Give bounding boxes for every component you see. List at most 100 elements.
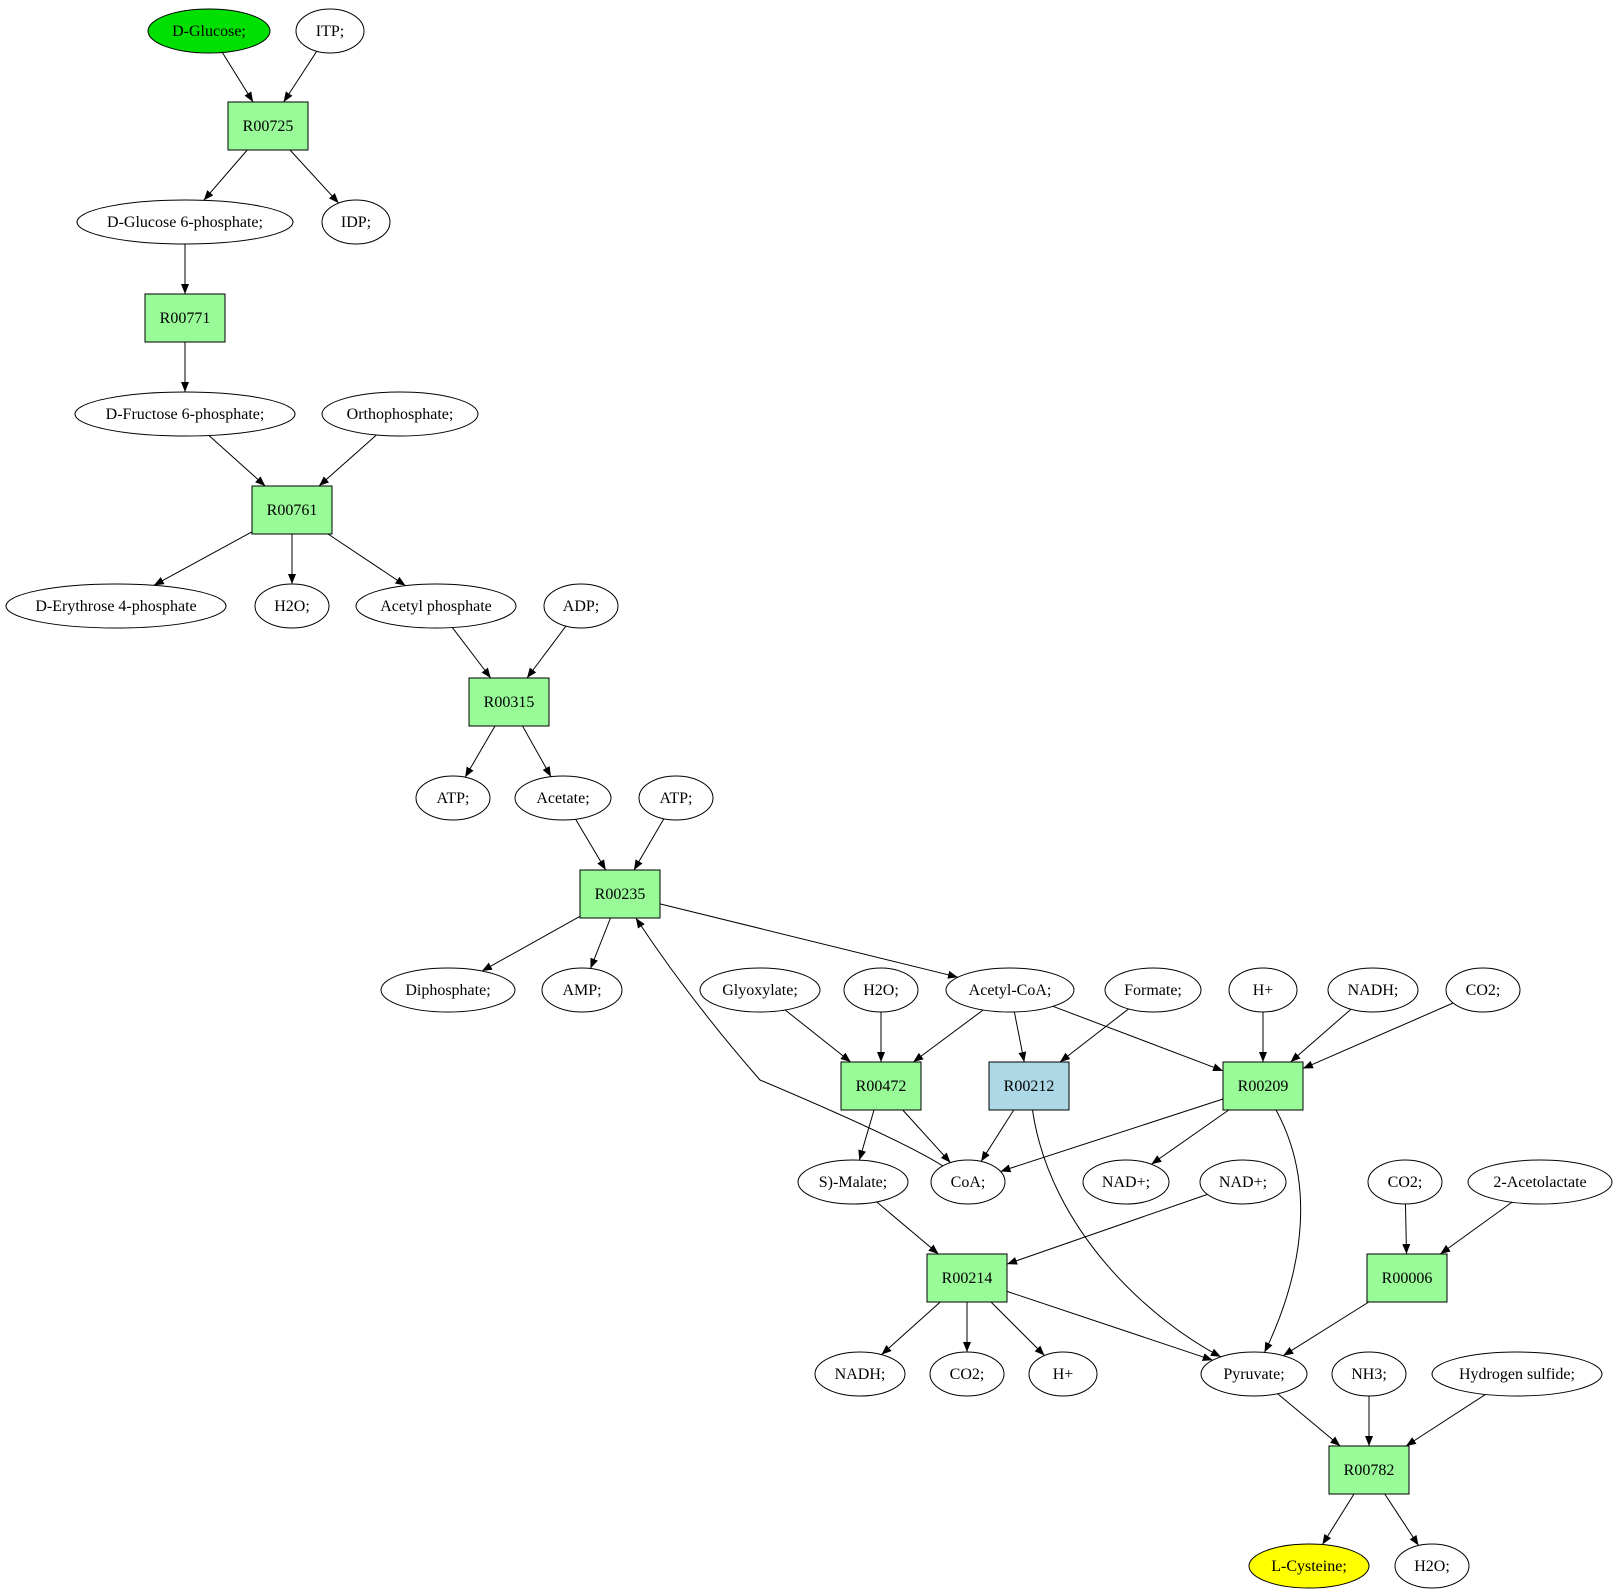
compound-node-s-malate: S)-Malate; bbox=[797, 1159, 909, 1205]
edge-r00212-to-coa bbox=[980, 1109, 1015, 1162]
compound-node-acetate: Acetate; bbox=[514, 775, 612, 821]
node-label: R00472 bbox=[856, 1078, 907, 1095]
node-label: R00315 bbox=[484, 694, 535, 711]
compound-node-hydrogen-sulfide: Hydrogen sulfide; bbox=[1431, 1351, 1603, 1397]
edge-2-acetolactate-to-r00006 bbox=[1439, 1201, 1513, 1255]
edge-itp-to-r00725 bbox=[283, 50, 318, 103]
compound-node-co2-1: CO2; bbox=[1445, 967, 1521, 1013]
edge-acetyl-coa-to-r00472 bbox=[912, 1009, 984, 1063]
compound-ellipse bbox=[1028, 1351, 1098, 1397]
reaction-box bbox=[468, 677, 550, 727]
edge-r00214-to-h-2 bbox=[990, 1301, 1045, 1356]
node-label: R00761 bbox=[267, 502, 318, 519]
compound-node-glyoxylate: Glyoxylate; bbox=[699, 967, 821, 1013]
compound-node-nh3: NH3; bbox=[1331, 1351, 1407, 1397]
reaction-box bbox=[1366, 1253, 1448, 1303]
compound-node-h-1: H+ bbox=[1228, 967, 1298, 1013]
node-label: R00782 bbox=[1344, 1462, 1395, 1479]
reaction-box bbox=[1328, 1445, 1410, 1495]
edge-r00761-to-acetyl-phosphate bbox=[327, 533, 406, 587]
compound-node-atp-2: ATP; bbox=[638, 775, 714, 821]
compound-ellipse bbox=[541, 967, 623, 1013]
node-label: R00212 bbox=[1004, 1078, 1055, 1095]
edge-acetyl-coa-to-r00209 bbox=[1052, 1005, 1224, 1072]
node-label: Acetyl phosphate bbox=[380, 598, 492, 615]
compound-ellipse bbox=[254, 583, 330, 629]
reaction-node-r00472: R00472 bbox=[840, 1061, 922, 1111]
node-label: D-Glucose; bbox=[172, 23, 246, 40]
edge-r00472-to-coa bbox=[902, 1109, 951, 1163]
node-label: AMP; bbox=[562, 982, 601, 999]
compound-node-h2o-2: H2O; bbox=[843, 967, 919, 1013]
node-label: NAD+; bbox=[1219, 1174, 1267, 1191]
edge-nadh-1-to-r00209 bbox=[1290, 1008, 1352, 1063]
edge-pyruvate-to-r00782 bbox=[1277, 1393, 1341, 1447]
compound-ellipse bbox=[1445, 967, 1521, 1013]
edge-r00725-to-d-glucose-6-phosphate bbox=[203, 149, 248, 201]
compound-ellipse bbox=[76, 199, 294, 245]
compound-ellipse bbox=[1199, 1159, 1287, 1205]
compound-ellipse bbox=[380, 967, 516, 1013]
compound-node-d-fructose-6-phosphate: D-Fructose 6-phosphate; bbox=[74, 391, 296, 437]
compound-ellipse bbox=[945, 967, 1075, 1013]
edge-r00209-to-coa bbox=[1000, 1098, 1224, 1173]
reaction-box bbox=[926, 1253, 1008, 1303]
node-label: H+ bbox=[1253, 982, 1274, 999]
compound-node-co2-3: CO2; bbox=[929, 1351, 1005, 1397]
compound-ellipse bbox=[514, 775, 612, 821]
compound-node-d-erythrose-4-phosphate: D-Erythrose 4-phosphate bbox=[5, 583, 227, 629]
compound-node-itp: ITP; bbox=[295, 8, 365, 54]
node-label: S)-Malate; bbox=[819, 1174, 887, 1191]
node-label: H2O; bbox=[274, 598, 310, 615]
compound-ellipse bbox=[543, 583, 619, 629]
edge-d-fructose-6-phosphate-to-r00761 bbox=[208, 435, 266, 487]
compound-ellipse bbox=[638, 775, 714, 821]
compound-ellipse bbox=[930, 1159, 1006, 1205]
compound-node-acetyl-phosphate: Acetyl phosphate bbox=[355, 583, 517, 629]
compound-node-d-glucose-6-phosphate: D-Glucose 6-phosphate; bbox=[76, 199, 294, 245]
edge-r00315-to-atp-1 bbox=[464, 725, 496, 778]
node-label: Orthophosphate; bbox=[347, 406, 454, 423]
compound-node-co2-2: CO2; bbox=[1367, 1159, 1443, 1205]
edge-r00209-to-pyruvate bbox=[1264, 1109, 1302, 1353]
reaction-node-r00214: R00214 bbox=[926, 1253, 1008, 1303]
reaction-box bbox=[988, 1061, 1070, 1111]
compound-ellipse bbox=[1431, 1351, 1603, 1397]
edge-r00315-to-acetate bbox=[522, 725, 552, 777]
reaction-box bbox=[227, 101, 309, 151]
edge-acetyl-phosphate-to-r00315 bbox=[451, 627, 492, 679]
edge-r00725-to-idp bbox=[289, 149, 340, 204]
edge-r00235-to-amp bbox=[590, 917, 611, 969]
edge-nad-2-to-r00214 bbox=[1006, 1193, 1208, 1265]
compound-node-amp: AMP; bbox=[541, 967, 623, 1013]
node-label: Hydrogen sulfide; bbox=[1459, 1366, 1575, 1383]
node-label: Acetyl-CoA; bbox=[969, 982, 1052, 999]
reaction-box bbox=[1222, 1061, 1304, 1111]
compound-ellipse bbox=[355, 583, 517, 629]
compound-ellipse bbox=[1228, 967, 1298, 1013]
compound-node-nad-1: NAD+; bbox=[1082, 1159, 1170, 1205]
node-label: L-Cysteine; bbox=[1271, 1558, 1347, 1575]
node-label: NADH; bbox=[835, 1366, 886, 1383]
compound-ellipse bbox=[295, 8, 365, 54]
edge-r00782-to-l-cysteine bbox=[1321, 1493, 1355, 1545]
node-label: D-Fructose 6-phosphate; bbox=[106, 406, 265, 423]
compound-node-acetyl-coa: Acetyl-CoA; bbox=[945, 967, 1075, 1013]
reaction-box bbox=[840, 1061, 922, 1111]
node-label: CO2; bbox=[1466, 982, 1501, 999]
node-label: H2O; bbox=[1414, 1558, 1450, 1575]
edge-orthophosphate-to-r00761 bbox=[318, 434, 377, 487]
compound-node-l-cysteine: L-Cysteine; bbox=[1248, 1543, 1370, 1589]
compound-ellipse bbox=[1200, 1351, 1308, 1397]
compound-node-coa: CoA; bbox=[930, 1159, 1006, 1205]
edge-coa-to-r00235 bbox=[635, 917, 944, 1167]
compound-ellipse bbox=[1104, 967, 1202, 1013]
node-label: H2O; bbox=[863, 982, 899, 999]
compound-ellipse bbox=[1082, 1159, 1170, 1205]
compound-ellipse bbox=[699, 967, 821, 1013]
compound-node-2-acetolactate: 2-Acetolactate bbox=[1467, 1159, 1613, 1205]
edge-r00214-to-nadh-2 bbox=[881, 1301, 941, 1356]
node-label: CO2; bbox=[950, 1366, 985, 1383]
